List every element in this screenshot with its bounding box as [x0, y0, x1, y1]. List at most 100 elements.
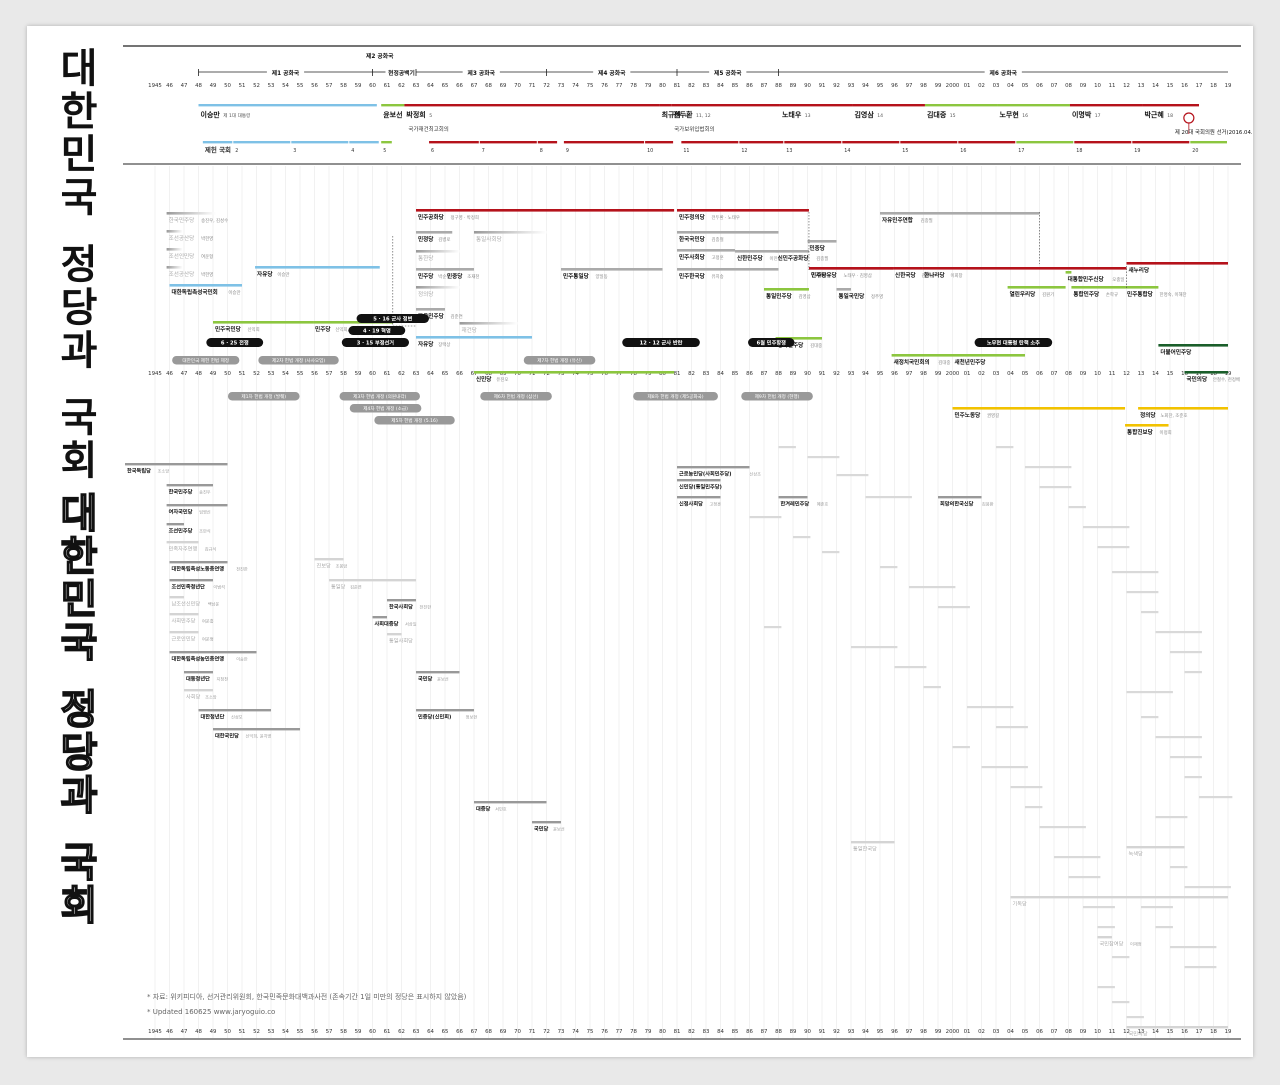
republic-label-bg [462, 68, 500, 77]
year-label-top: 64 [427, 83, 434, 89]
year-label-top: 56 [311, 83, 318, 89]
president-term: 제 1대 대통령 [223, 112, 250, 119]
minor-party-bar [1126, 591, 1159, 594]
poster: 대 한 민 국 정 당 과 국 회 대 한 민 국 정 당 과 국 회 1945… [27, 26, 1253, 1057]
party-members: 여운형 [201, 253, 213, 260]
year-label-top: 13 [1138, 83, 1145, 89]
party-bar [764, 288, 809, 291]
minor-party-members: 조소앙 [205, 694, 217, 700]
minor-party-bar [1126, 691, 1173, 694]
year-label-bottom: 59 [355, 1029, 362, 1035]
year-label-top: 87 [761, 83, 768, 89]
year-label-middle: 63 [413, 371, 420, 377]
event-pill [748, 338, 795, 347]
party-members: 이정희 [1160, 429, 1172, 436]
party-bar [677, 209, 809, 212]
minor-party-bar [807, 456, 840, 459]
year-label-bottom: 89 [790, 1029, 797, 1035]
year-label-middle: 13 [1138, 371, 1145, 377]
minor-party-bar [938, 496, 982, 499]
party-name: 한국민주당 [169, 216, 195, 224]
year-label-bottom: 88 [775, 1029, 782, 1035]
minor-party-bar [1155, 926, 1173, 929]
title-char-outline: 민 [60, 577, 98, 623]
amendment-pill [523, 356, 596, 365]
minor-party-bar [1184, 966, 1217, 969]
event-label: 12 · 12 군사 반란 [640, 339, 683, 347]
minor-party-bar [1155, 631, 1202, 634]
assembly-bar [784, 141, 842, 144]
assembly-bar [429, 141, 479, 144]
party-bar [677, 231, 779, 234]
year-label-middle: 94 [862, 371, 869, 377]
party-name: 자유당 [418, 340, 434, 348]
year-label-bottom: 50 [224, 1029, 231, 1035]
year-label-bottom: 02 [978, 1029, 985, 1035]
party-name: 한나라당 [924, 271, 945, 279]
president-bar [924, 104, 998, 107]
minor-party-bar [1054, 856, 1101, 859]
president-term: 10 [684, 113, 690, 119]
party-bar [213, 321, 314, 324]
title-char-outline: 과 [60, 773, 98, 819]
party-name: 정의당 [1140, 411, 1156, 419]
year-label-middle: 07 [1051, 371, 1058, 377]
year-label-bottom: 75 [587, 1029, 594, 1035]
year-label-bottom: 55 [297, 1029, 304, 1035]
year-label-middle: 74 [572, 371, 579, 377]
minor-party-name: 근로인민당 [172, 635, 196, 643]
council-label: 국가재건최고회의 [408, 125, 448, 133]
president-name: 박정희 [406, 110, 425, 119]
minor-party-bar [677, 466, 750, 469]
minor-party-name: 조선민족청년단 [172, 583, 206, 591]
republic-label: 제3 공화국 [468, 69, 496, 77]
amendment-label: 제2차 헌법 개정 (사사오입) [272, 357, 325, 364]
republic-label-bg [385, 68, 418, 77]
year-label-middle: 87 [761, 371, 768, 377]
amendment-pill [374, 416, 455, 425]
year-label-bottom: 71 [529, 1029, 536, 1035]
assembly-bar [202, 141, 233, 144]
minor-party-members: 지청천 [217, 676, 229, 683]
minor-party-bar [1141, 906, 1173, 909]
year-label-top: 02 [978, 83, 985, 89]
republic-label-bg [709, 68, 747, 77]
minor-party-bar [851, 646, 898, 649]
minor-party-bar [778, 446, 796, 449]
assembly-number: 16 [960, 148, 966, 154]
minor-party-members: 조만식 [199, 528, 211, 535]
year-label-bottom: 58 [340, 1029, 347, 1035]
year-label-middle: 01 [964, 371, 971, 377]
minor-party-name: 국민당 [418, 675, 433, 683]
party-members: 한명숙, 이해찬 [1160, 291, 1187, 298]
minor-party-bar [1112, 571, 1159, 574]
party-bar [836, 288, 851, 291]
year-label-top: 77 [616, 83, 623, 89]
party-bar [1158, 344, 1228, 347]
year-label-top: 84 [717, 83, 724, 89]
minor-party-name: 희망의한국신당 [940, 500, 974, 508]
year-label-bottom: 97 [906, 1029, 913, 1035]
party-name: 새천년민주당 [955, 358, 987, 366]
event-pill [206, 338, 264, 347]
event-pill [622, 338, 700, 347]
event-label: 5 · 16 군사 정변 [373, 315, 412, 323]
year-label-top: 69 [500, 83, 507, 89]
party-name: 조선인민당 [169, 252, 195, 260]
president-bar [198, 104, 377, 107]
party-name: 민주노동당 [955, 411, 982, 419]
minor-party-bar [169, 613, 199, 616]
minor-party-members: 김규식 [205, 546, 217, 553]
year-label-bottom: 17 [1196, 1029, 1203, 1035]
year-label-top: 74 [572, 83, 579, 89]
minor-party-name: 한국사회당 [389, 603, 413, 611]
year-label-middle: 64 [427, 371, 434, 377]
minor-party-bar [749, 516, 782, 519]
assembly-number: 제헌 국회 [205, 145, 231, 154]
year-label-middle: 08 [1065, 371, 1072, 377]
minor-party-bar [1126, 846, 1185, 849]
party-name: 대통합민주신당 [1068, 275, 1105, 283]
title-char-outline: 대 [60, 491, 98, 537]
year-label-top: 66 [456, 83, 463, 89]
year-label-top: 47 [181, 83, 188, 89]
